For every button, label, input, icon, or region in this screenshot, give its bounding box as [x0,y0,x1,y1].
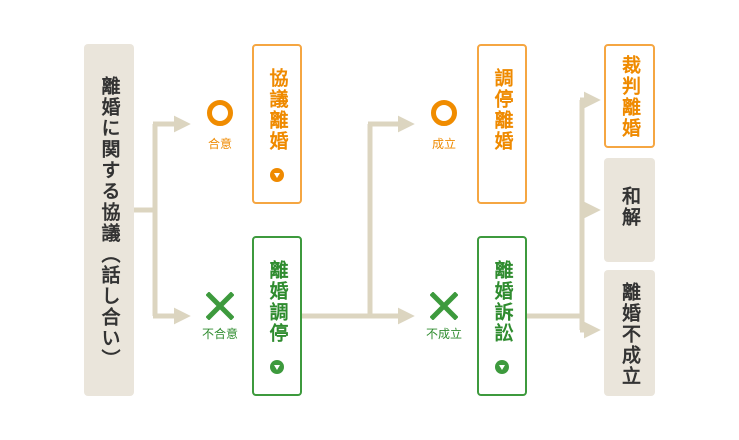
settlement-box: 和解 [604,158,655,262]
start-node-label: 離婚に関する協議（話し合い） [98,76,121,370]
concluded-label: 成立 [431,137,457,151]
start-node: 離婚に関する協議（話し合い） [84,44,134,396]
judicial-divorce-label: 裁判離婚 [619,55,641,139]
lawsuit-label: 離婚訴訟 [491,260,514,344]
mediation-label: 離婚調停 [266,260,289,344]
circle-icon [431,100,457,126]
not-concluded-label: 不成立 [425,327,463,341]
mediated-divorce-box[interactable]: 調停離婚 [477,44,527,204]
mediated-divorce-label: 調停離婚 [491,68,514,152]
judicial-divorce-box: 裁判離婚 [604,44,655,148]
circle-icon [207,100,233,126]
settlement-label: 和解 [619,186,641,228]
mutual-divorce-label: 協議離婚 [266,68,289,152]
mediation-box[interactable]: 離婚調停 [252,236,302,396]
cross-icon [430,292,458,320]
cross-icon [206,292,234,320]
agreement-label: 合意 [207,137,233,151]
mutual-divorce-box[interactable]: 協議離婚 [252,44,302,204]
chevron-down-icon[interactable] [495,360,509,374]
disagreement-label: 不合意 [201,327,239,341]
divorce-not-granted-label: 離婚不成立 [619,282,641,387]
chevron-down-icon[interactable] [270,168,284,182]
divorce-not-granted-box: 離婚不成立 [604,270,655,396]
chevron-down-icon[interactable] [270,360,284,374]
lawsuit-box[interactable]: 離婚訴訟 [477,236,527,396]
